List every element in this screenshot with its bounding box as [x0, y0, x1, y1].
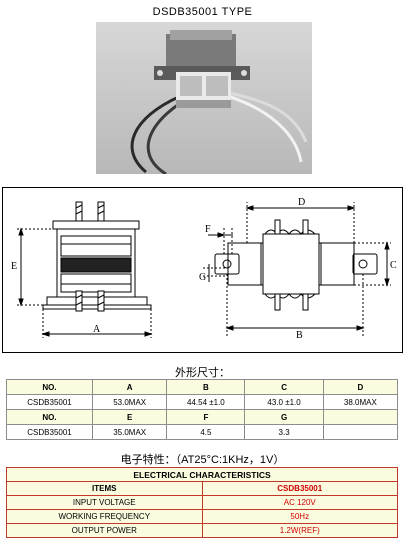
electrical-heading: ELECTRICAL CHARACTERISTICS: [6, 467, 398, 482]
dim-head-cell: D: [322, 379, 399, 395]
electrical-table: ELECTRICAL CHARACTERISTICS ITEMS CSDB350…: [6, 467, 398, 538]
dim-cell: 53.0MAX: [92, 394, 168, 410]
dim-cell: CSDB35001: [5, 394, 94, 410]
dimensions-header-row: NO. E F G: [5, 409, 399, 425]
table-row: INPUT VOLTAGE AC 120V: [6, 495, 398, 510]
electrical-subtitle: 电子特性：（AT25°C:1KHz，1V）: [120, 454, 285, 466]
dim-head-cell: G: [244, 409, 324, 425]
elec-value: 50Hz: [201, 509, 398, 524]
dim-head-cell: NO.: [5, 379, 94, 395]
dim-cell: 43.0 ±1.0: [244, 394, 324, 410]
dim-cell: 3.3: [244, 424, 324, 440]
dim-head-cell: C: [244, 379, 324, 395]
dim-head-cell: E: [92, 409, 168, 425]
page-title: DSDB35001 TYPE: [152, 6, 253, 18]
dimension-drawing: E A D C F G B: [2, 187, 403, 353]
dim-cell: [322, 424, 399, 440]
transformer-photo-image: [96, 22, 312, 176]
dimensions-title: 外形尺寸：: [175, 367, 230, 379]
dim-head-cell: F: [166, 409, 246, 425]
table-row: CSDB35001 53.0MAX 44.54 ±1.0 43.0 ±1.0 3…: [5, 394, 399, 410]
table-row: WORKING FREQUENCY 50Hz: [6, 509, 398, 524]
dimensions-header-row: NO. A B C D: [5, 379, 399, 395]
dim-cell: 4.5: [166, 424, 246, 440]
elec-label: OUTPUT POWER: [6, 523, 203, 538]
elec-label: INPUT VOLTAGE: [6, 495, 203, 510]
table-row: ITEMS CSDB35001: [6, 481, 398, 496]
dim-label-b: B: [296, 330, 303, 341]
elec-value: AC 120V: [201, 495, 398, 510]
dim-head-cell: B: [166, 379, 246, 395]
dim-head-cell: NO.: [5, 409, 94, 425]
dim-label-a: A: [93, 324, 101, 335]
dim-cell: 44.54 ±1.0: [166, 394, 246, 410]
elec-label: WORKING FREQUENCY: [6, 509, 203, 524]
dim-head-cell: A: [92, 379, 168, 395]
dim-label-c: C: [390, 260, 397, 271]
dimensions-table: NO. A B C D CSDB35001 53.0MAX 44.54 ±1.0…: [5, 379, 399, 440]
table-row: OUTPUT POWER 1.2W(REF): [6, 523, 398, 538]
dim-head-cell: [322, 409, 399, 425]
dim-cell: 35.0MAX: [92, 424, 168, 440]
dim-label-e: E: [11, 261, 17, 272]
dim-cell: 38.0MAX: [322, 394, 399, 410]
elec-value: CSDB35001: [201, 481, 398, 496]
dim-cell: CSDB35001: [5, 424, 94, 440]
elec-label: ITEMS: [6, 481, 203, 496]
dim-label-d: D: [298, 197, 305, 208]
table-row: CSDB35001 35.0MAX 4.5 3.3: [5, 424, 399, 440]
dimension-drawing-svg: E A D C F G B: [11, 197, 397, 341]
dim-label-f: F: [205, 224, 211, 235]
electrical-heading-row: ELECTRICAL CHARACTERISTICS: [6, 467, 398, 482]
dim-label-g: G: [199, 272, 206, 283]
elec-value: 1.2W(REF): [201, 523, 398, 538]
transformer-photo: [96, 22, 312, 176]
